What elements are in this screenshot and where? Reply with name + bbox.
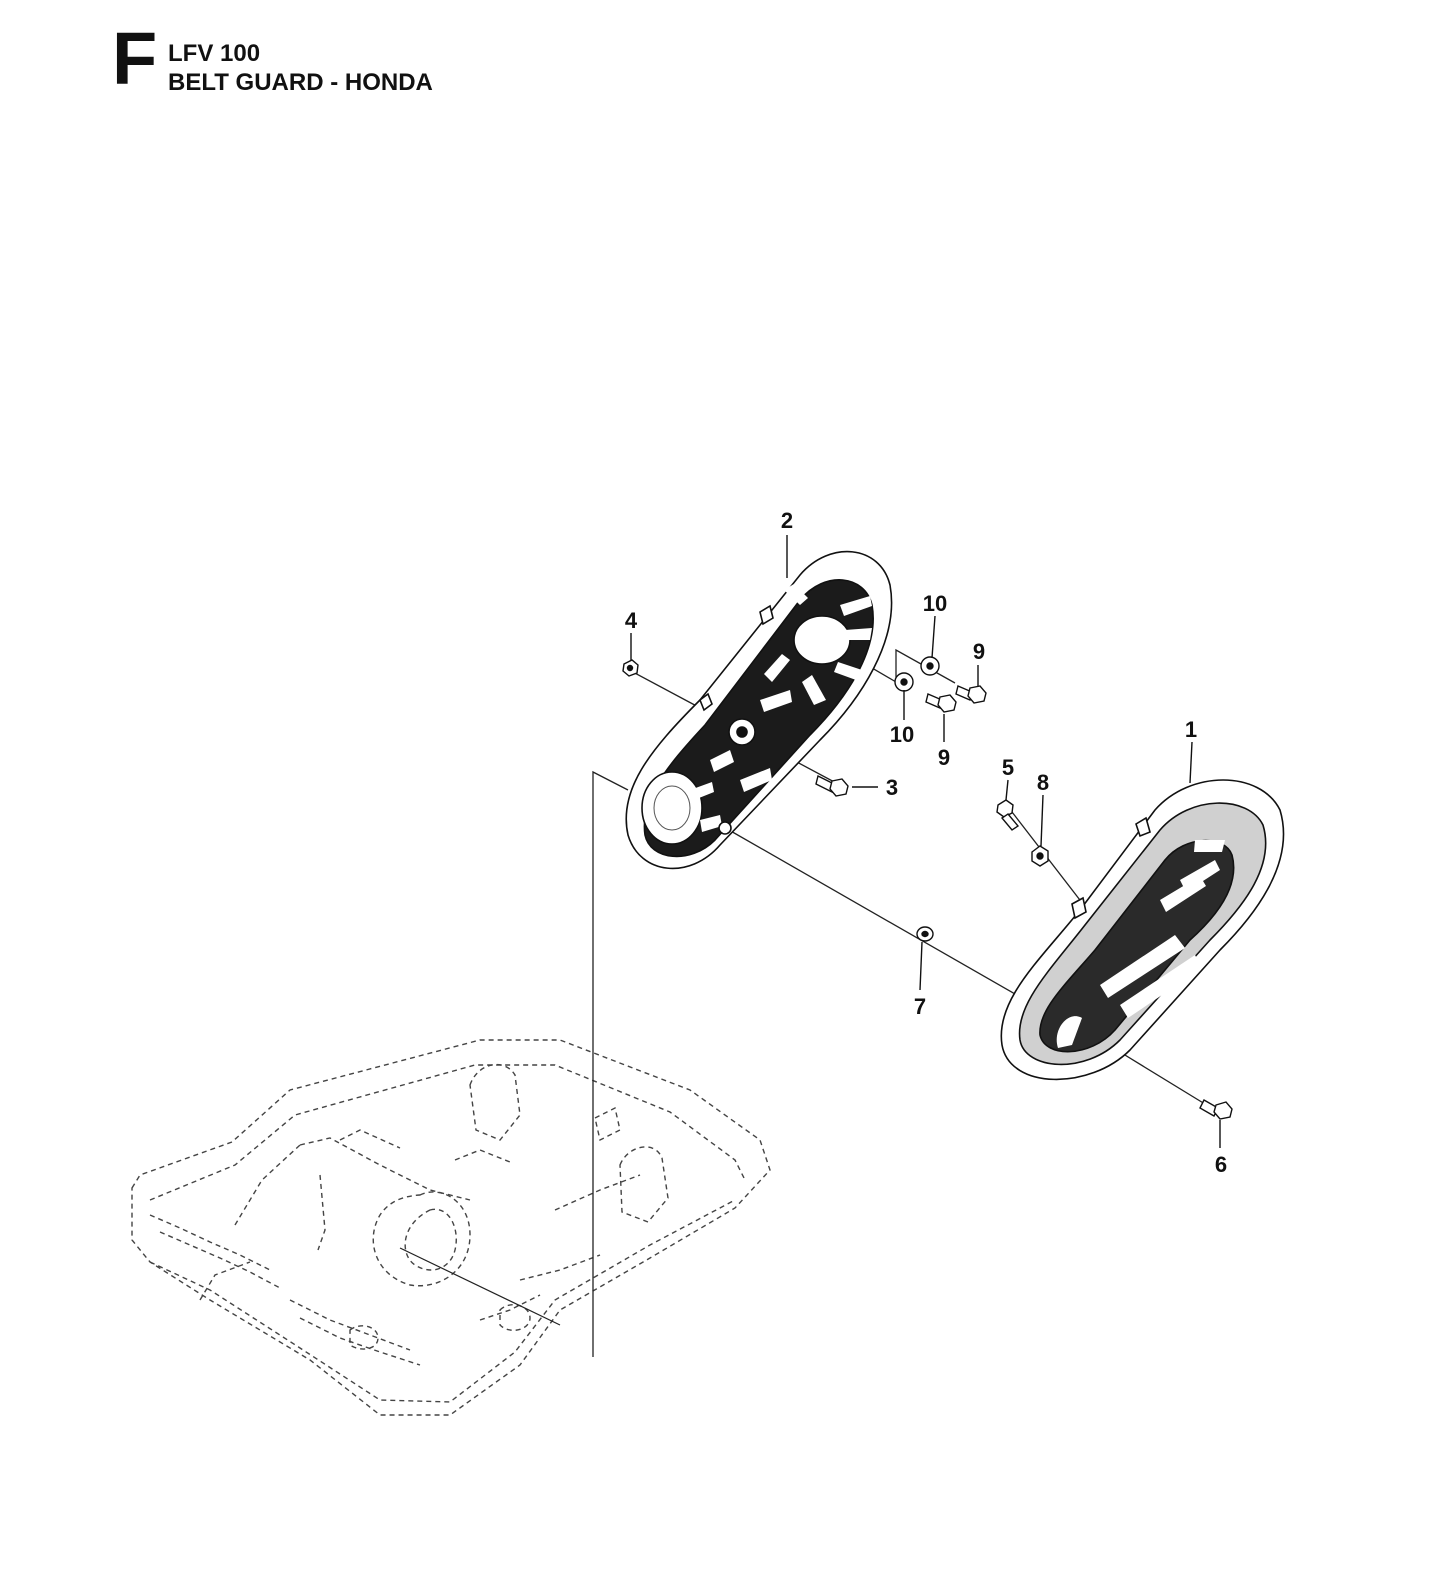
callout-9-lower: 9 (938, 745, 950, 770)
part-8-washer (1031, 845, 1049, 867)
part-9-bolt-lower (925, 693, 957, 713)
callout-leaders (630, 535, 1221, 1148)
part-9-bolt-upper (955, 685, 987, 704)
part-10-washer-lower (894, 672, 914, 692)
callout-5: 5 (1002, 755, 1014, 780)
base-plate-outline (131, 1039, 771, 1416)
callout-6: 6 (1215, 1152, 1227, 1177)
callout-1: 1 (1185, 717, 1197, 742)
outer-belt-guard (1000, 779, 1285, 1081)
callout-3: 3 (886, 775, 898, 800)
diagram-title: BELT GUARD - HONDA (168, 69, 433, 96)
callout-numbers: 1 2 3 4 5 6 7 8 9 9 10 10 (625, 508, 1227, 1177)
callout-8: 8 (1037, 770, 1049, 795)
callout-4: 4 (625, 608, 638, 633)
callout-10-lower: 10 (890, 722, 914, 747)
part-3-bolt (815, 774, 849, 797)
part-6-bolt (1199, 1099, 1233, 1120)
callout-9-upper: 9 (973, 639, 985, 664)
callout-7: 7 (914, 994, 926, 1019)
part-4-nut (622, 659, 639, 677)
section-letter: F (112, 17, 158, 100)
part-10-washer-upper (920, 656, 940, 676)
part-7-washer (916, 926, 934, 942)
callout-2: 2 (781, 508, 793, 533)
callout-10-upper: 10 (923, 591, 947, 616)
model-name: LFV 100 (168, 40, 261, 67)
inner-belt-guard (625, 550, 893, 870)
